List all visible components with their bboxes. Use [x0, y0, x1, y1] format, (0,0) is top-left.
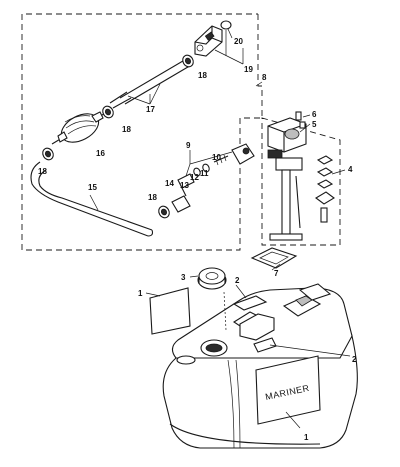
callout-11: 11 — [200, 169, 209, 178]
callout-6: 6 — [312, 110, 317, 119]
callout-8: 8 — [262, 73, 267, 82]
fuel-hose-17 — [109, 57, 194, 109]
pickup-tube — [269, 169, 303, 241]
callout-17: 17 — [146, 105, 155, 114]
callout-19: 19 — [244, 65, 253, 74]
callout-12: 12 — [190, 173, 199, 182]
callout-2a: 2 — [235, 276, 240, 285]
fuel-hose-15 — [30, 161, 154, 237]
hose-clamp-18a — [182, 54, 194, 68]
fuel-tank-1 — [162, 283, 358, 449]
leader-lines — [89, 30, 351, 429]
callout-18a: 18 — [198, 71, 207, 80]
callout-20: 20 — [234, 37, 243, 46]
decal-1 — [149, 287, 191, 335]
callout-labels: 1 1 2 2 3 4 5 6 7 8 9 10 11 12 13 14 15 … — [38, 37, 357, 442]
hose-clamp-18d — [158, 205, 170, 219]
o-ring-20 — [220, 20, 232, 30]
callout-15: 15 — [88, 183, 97, 192]
callout-16: 16 — [96, 149, 105, 158]
pickup-assembly-boundary — [261, 117, 341, 246]
screw-6 — [295, 111, 306, 129]
gasket-7 — [250, 247, 298, 269]
callout-13: 13 — [180, 181, 189, 190]
primer-bulb-16 — [51, 111, 105, 145]
callout-3: 3 — [181, 273, 186, 282]
fuel-gauge-pickup-5 — [267, 117, 307, 171]
connector-fitting-assembly — [177, 143, 255, 197]
callout-4: 4 — [348, 165, 353, 174]
fuel-connector-19 — [194, 25, 223, 57]
callout-10: 10 — [212, 153, 221, 162]
callout-18d: 18 — [148, 193, 157, 202]
callout-2b: 2 — [352, 355, 357, 364]
callout-18c: 18 — [38, 167, 47, 176]
filler-cap-3 — [197, 267, 227, 290]
hose-clamp-18c — [42, 147, 54, 161]
callout-5: 5 — [312, 120, 317, 129]
callout-9: 9 — [186, 141, 191, 150]
callout-7: 7 — [274, 269, 279, 278]
gasket-stack-4 — [315, 155, 335, 223]
callout-18b: 18 — [122, 125, 131, 134]
hose-kit-boundary — [21, 13, 263, 251]
callout-1b: 1 — [304, 433, 309, 442]
callout-1a: 1 — [138, 289, 143, 298]
callout-14: 14 — [165, 179, 174, 188]
